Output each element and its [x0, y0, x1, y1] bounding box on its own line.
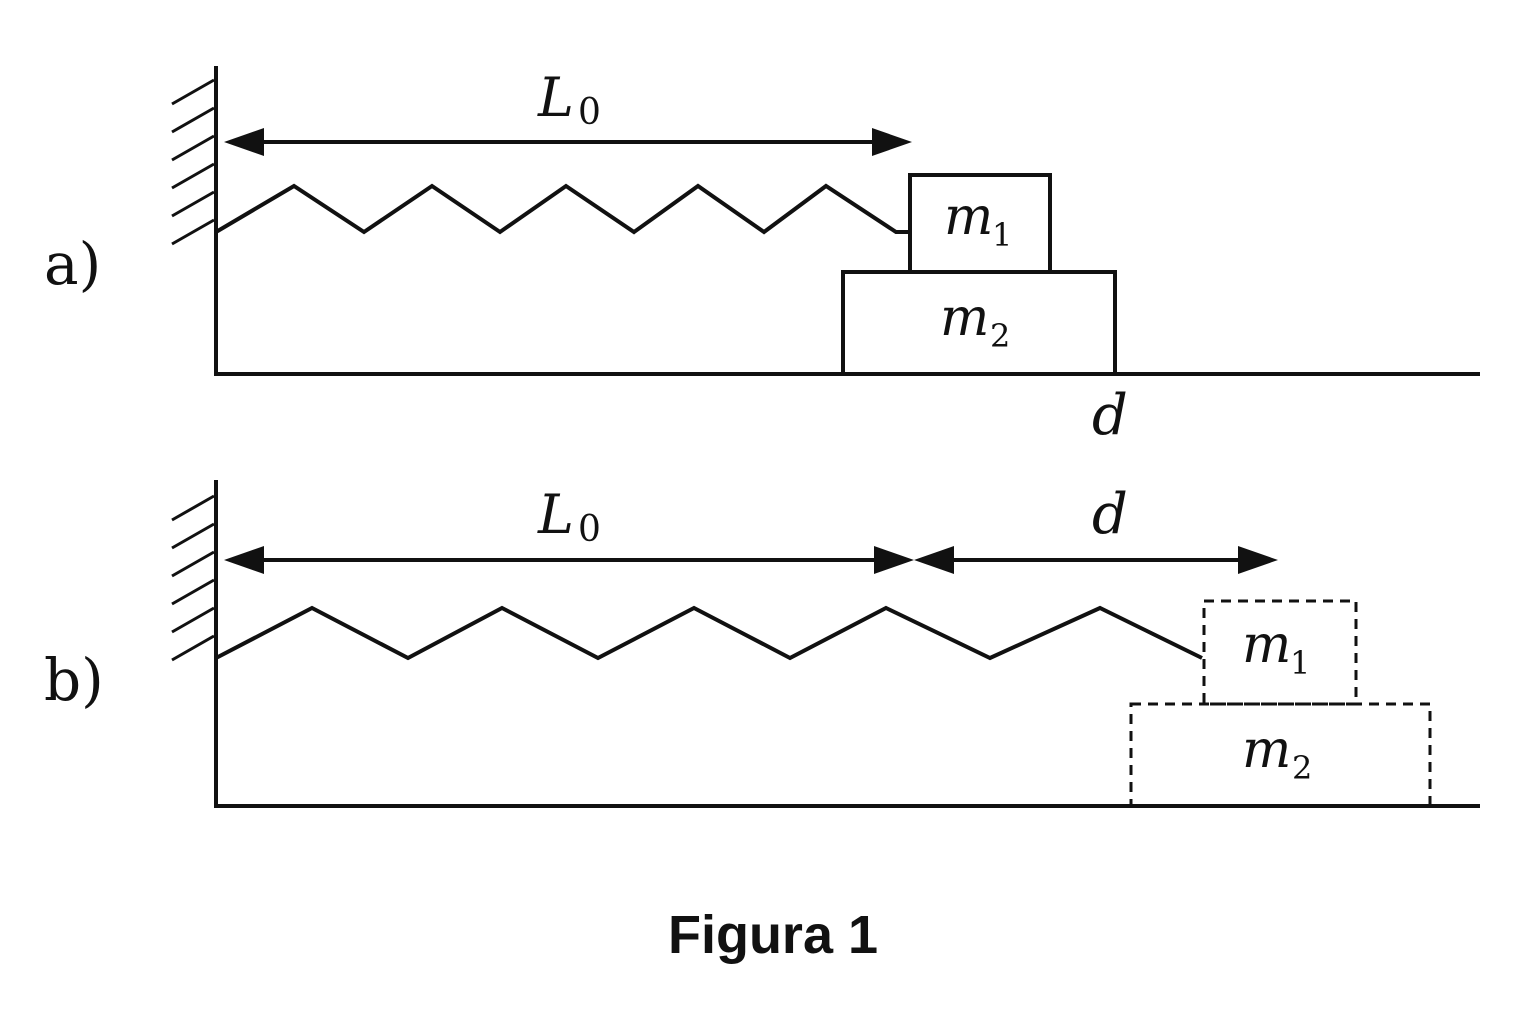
panel-b-label: b)	[44, 646, 104, 714]
length-subscript-b: 0	[578, 509, 601, 550]
mass-label-m1-a: m	[944, 187, 993, 247]
mass-label-m1-b: m	[1242, 615, 1291, 675]
mass-label-m2-b: m	[1242, 720, 1291, 780]
mass-label-m2-a: m	[940, 288, 989, 348]
spring-b	[215, 605, 1203, 661]
block-m2-b	[1129, 702, 1432, 808]
mass-subscript-m1-a: 1	[992, 216, 1012, 254]
figure-caption: Figura 1	[668, 905, 878, 965]
length-label-a: L	[537, 66, 574, 129]
mass-subscript-m1-b: 1	[1290, 644, 1310, 682]
distance-label-b: d	[1092, 482, 1128, 547]
panel-a: a) L 0 m 1 m 2 d	[44, 66, 1480, 448]
panel-a-label: a)	[44, 230, 101, 298]
length-subscript-a: 0	[578, 92, 601, 133]
mass-subscript-m2-a: 2	[990, 317, 1010, 355]
length-label-b: L	[537, 483, 574, 546]
distance-label-a: d	[1092, 383, 1128, 448]
block-m1-b	[1202, 599, 1358, 706]
distance-arrow-b	[914, 546, 1278, 574]
wall-a	[171, 66, 218, 376]
wall-b	[171, 480, 218, 808]
length-arrow-a	[224, 128, 912, 156]
mass-subscript-m2-b: 2	[1292, 749, 1312, 787]
spring-a	[214, 183, 910, 235]
length-arrow-b	[224, 546, 914, 574]
panel-b: b) L 0 d	[44, 480, 1480, 808]
block-m2-a	[841, 270, 1117, 376]
